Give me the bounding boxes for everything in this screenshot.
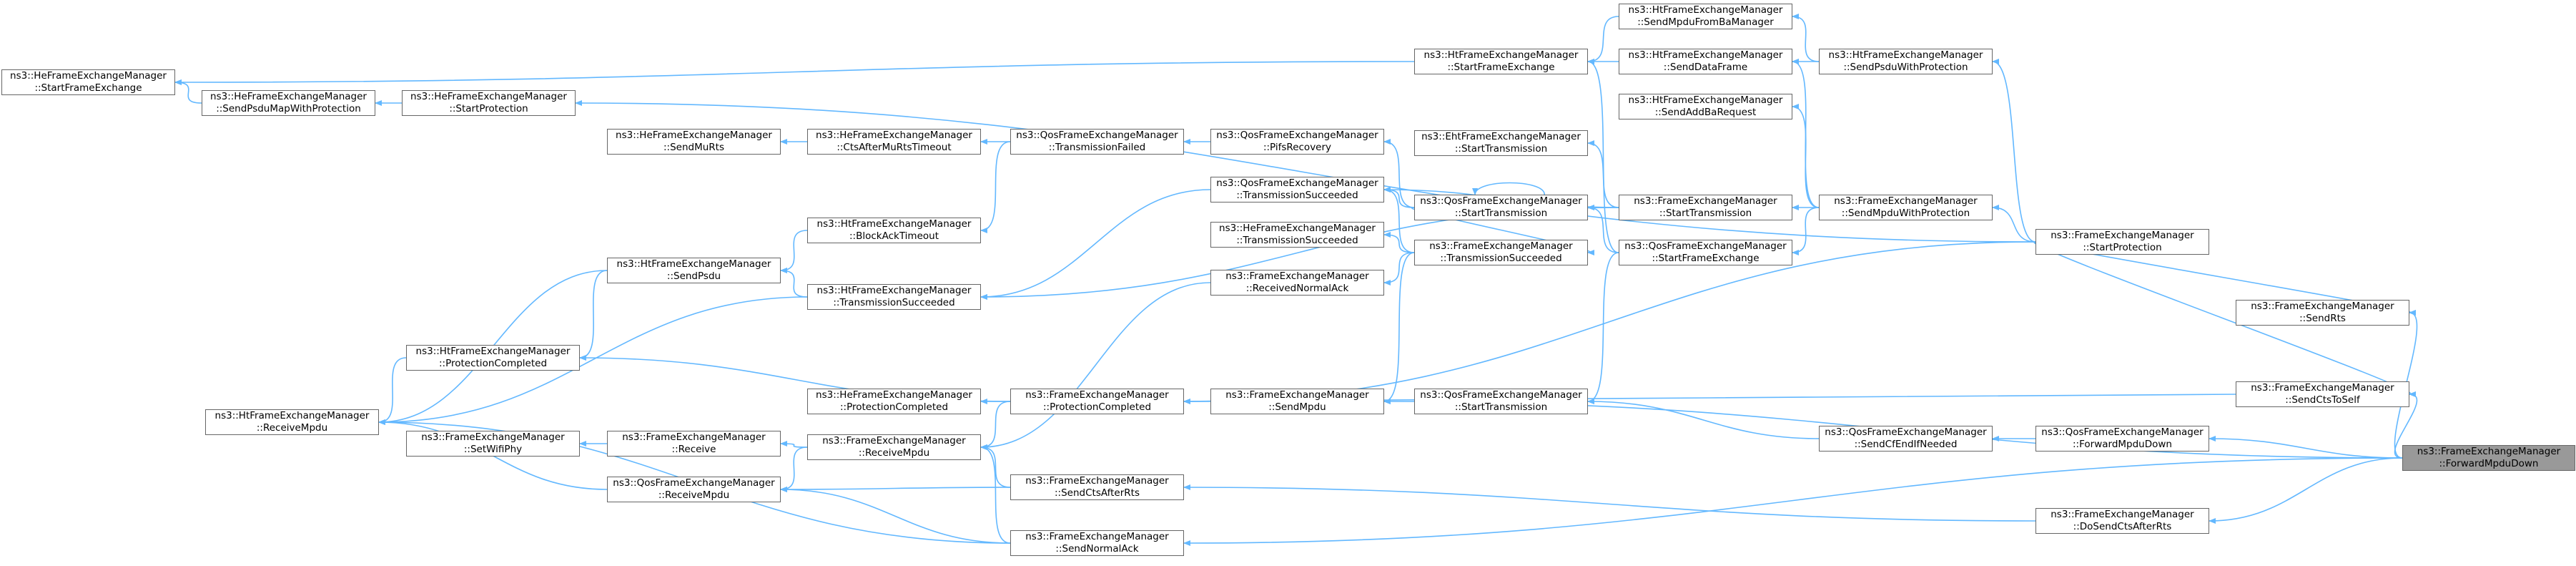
node-fe-receive-mpdu[interactable]: ns3::FrameExchangeManager::ReceiveMpdu xyxy=(807,434,981,460)
node-ht-send-psdu[interactable]: ns3::HtFrameExchangeManager::SendPsdu xyxy=(607,258,781,283)
node-ht-block-ack-timeout[interactable]: ns3::HtFrameExchangeManager::BlockAckTim… xyxy=(807,218,981,243)
node-he-start-frame-exchange[interactable]: ns3::HeFrameExchangeManager::StartFrameE… xyxy=(1,69,175,95)
edge-fe_send_cts_after_rts-to-qos_receive_mpdu xyxy=(780,486,1011,492)
edge-fe_tx_succ-to-he_tx_succ xyxy=(1383,232,1415,253)
edge-fe_receive_mpdu-to-qos_receive_mpdu xyxy=(780,447,808,492)
edge-root-to-fe_do_send_cts xyxy=(2209,457,2403,524)
edge-ht_tx_succ-to-ht_receive_mpdu xyxy=(378,296,808,425)
node-he-send-mu-rts[interactable]: ns3::HeFrameExchangeManager::SendMuRts xyxy=(607,129,781,155)
node-fe-protection-completed[interactable]: ns3::FrameExchangeManager::ProtectionCom… xyxy=(1010,389,1184,414)
edge-qos_tx_failed-to-ht_blockack xyxy=(980,141,1011,233)
node-fe-received-normal-ack[interactable]: ns3::FrameExchangeManager::ReceivedNorma… xyxy=(1210,270,1384,296)
node-fe-send-normal-ack[interactable]: ns3::FrameExchangeManager::SendNormalAck xyxy=(1010,530,1184,556)
edge-qos_start_tx-to-qos_tx_succ xyxy=(1383,187,1415,208)
edge-fe_do_send_cts-to-fe_send_cts_after_rts xyxy=(1183,484,2036,522)
node-qos-transmission-failed[interactable]: ns3::QosFrameExchangeManager::Transmissi… xyxy=(1010,129,1184,155)
edge-fe_tx_succ-to-qos_tx_succ xyxy=(1383,187,1415,253)
edge-fe_start_prot-to-he_start_prot xyxy=(575,100,2036,243)
edge-fe_send_normal_ack-to-qos_receive_mpdu xyxy=(780,487,1011,544)
node-he-cts-after-mu-rts-timeout[interactable]: ns3::HeFrameExchangeManager::CtsAfterMuR… xyxy=(807,129,981,155)
node-ht-send-data-frame[interactable]: ns3::HtFrameExchangeManager::SendDataFra… xyxy=(1619,49,1792,74)
node-ht-send-mpdu-from-ba-manager[interactable]: ns3::HtFrameExchangeManager::SendMpduFro… xyxy=(1619,4,1792,29)
edge-fe_tx_succ-to-fe_recv_normal_ack xyxy=(1383,252,1415,286)
node-fe-send-mpdu-with-protection[interactable]: ns3::FrameExchangeManager::SendMpduWithP… xyxy=(1819,195,1993,220)
edge-ht_tx_succ-to-ht_send_psdu xyxy=(780,268,808,298)
edge-fe_start_prot-to-fe_send_mpdu_prot xyxy=(1992,205,2036,243)
edge-fe_receive_mpdu-to-fe_receive xyxy=(780,441,808,448)
node-fe-send-mpdu[interactable]: ns3::FrameExchangeManager::SendMpdu xyxy=(1210,389,1384,414)
edge-root-to-fe_send_cts_self xyxy=(2394,391,2418,459)
edge-ht_start_fe-to-he_start_fe xyxy=(174,61,1415,85)
edge-fe_send_normal_ack-to-fe_receive_mpdu xyxy=(980,444,1011,544)
edge-qos_start_fe-to-qos_start_tx2 xyxy=(1587,252,1619,404)
edge-ht_send_psdu_prot-to-ht_send_mpdu_ba xyxy=(1792,14,1820,62)
node-root-forward-mpdu-down[interactable]: ns3::FrameExchangeManager::ForwardMpduDo… xyxy=(2402,445,2575,471)
node-eht-start-transmission[interactable]: ns3::EhtFrameExchangeManager::StartTrans… xyxy=(1414,130,1588,156)
edge-fe_send_mpdu_prot-to-ht_send_addba xyxy=(1792,104,1820,208)
edge-qos_start_tx-to-qos_start_tx xyxy=(1472,182,1546,195)
edge-fe_tx_succ-to-fe_send_mpdu xyxy=(1383,252,1415,404)
node-fe-transmission-succeeded[interactable]: ns3::FrameExchangeManager::TransmissionS… xyxy=(1414,240,1588,265)
edge-root-to-qos_forward xyxy=(2209,436,2403,459)
node-fe-send-cts-after-rts[interactable]: ns3::FrameExchangeManager::SendCtsAfterR… xyxy=(1010,474,1184,500)
edge-qos_start_fe-to-qos_start_tx xyxy=(1587,205,1619,253)
node-qos-start-frame-exchange[interactable]: ns3::QosFrameExchangeManager::StartFrame… xyxy=(1619,240,1792,265)
node-qos-start-transmission-2[interactable]: ns3::QosFrameExchangeManager::StartTrans… xyxy=(1414,389,1588,414)
edge-fe_send_mpdu_prot-to-qos_start_fe xyxy=(1792,207,1820,255)
edge-fe_start_prot-to-ht_send_psdu_prot xyxy=(1992,59,2036,243)
edge-fe_send_cts_after_rts-to-fe_receive_mpdu xyxy=(980,444,1011,488)
node-qos-forward-mpdu-down[interactable]: ns3::QosFrameExchangeManager::ForwardMpd… xyxy=(2035,426,2209,452)
node-fe-start-transmission[interactable]: ns3::FrameExchangeManager::StartTransmis… xyxy=(1619,195,1792,220)
edge-ht_prot_completed-to-ht_receive_mpdu xyxy=(378,357,407,425)
node-fe-receive[interactable]: ns3::FrameExchangeManager::Receive xyxy=(607,431,781,457)
node-fe-do-send-cts-after-rts[interactable]: ns3::FrameExchangeManager::DoSendCtsAfte… xyxy=(2035,508,2209,534)
node-qos-receive-mpdu[interactable]: ns3::QosFrameExchangeManager::ReceiveMpd… xyxy=(607,477,781,502)
edge-qos_tx_succ-to-ht_tx_succ xyxy=(980,189,1211,300)
edge-ht_send_mpdu_ba-to-ht_start_fe xyxy=(1587,16,1619,64)
edge-fe_recv_normal_ack-to-fe_receive_mpdu xyxy=(980,282,1211,450)
node-qos-transmission-succeeded[interactable]: ns3::QosFrameExchangeManager::Transmissi… xyxy=(1210,177,1384,203)
node-fe-set-wifi-phy[interactable]: ns3::FrameExchangeManager::SetWifiPhy xyxy=(406,431,580,457)
node-he-protection-completed[interactable]: ns3::HeFrameExchangeManager::ProtectionC… xyxy=(807,389,981,414)
node-ht-protection-completed[interactable]: ns3::HtFrameExchangeManager::ProtectionC… xyxy=(406,345,580,371)
node-fe-send-rts[interactable]: ns3::FrameExchangeManager::SendRts xyxy=(2236,300,2409,326)
node-he-start-protection[interactable]: ns3::HeFrameExchangeManager::StartProtec… xyxy=(402,90,576,116)
node-he-send-psdu-map-with-protection[interactable]: ns3::HeFrameExchangeManager::SendPsduMap… xyxy=(202,90,375,116)
edge-he_send_psdu_map-to-he_start_fe xyxy=(174,79,202,104)
node-ht-send-psdu-with-protection[interactable]: ns3::HtFrameExchangeManager::SendPsduWit… xyxy=(1819,49,1993,74)
node-qos-start-transmission[interactable]: ns3::QosFrameExchangeManager::StartTrans… xyxy=(1414,195,1588,220)
edge-fe_prot_completed-to-fe_receive_mpdu xyxy=(980,401,1011,450)
edge-qos_start_tx-to-qos_pifs xyxy=(1383,139,1415,208)
node-fe-start-protection[interactable]: ns3::FrameExchangeManager::StartProtecti… xyxy=(2035,229,2209,255)
node-fe-send-cts-to-self[interactable]: ns3::FrameExchangeManager::SendCtsToSelf xyxy=(2236,381,2409,407)
node-qos-pifs-recovery[interactable]: ns3::QosFrameExchangeManager::PifsRecove… xyxy=(1210,129,1384,155)
node-ht-send-add-ba-request[interactable]: ns3::HtFrameExchangeManager::SendAddBaRe… xyxy=(1619,94,1792,119)
edge-root-to-fe_send_normal_ack xyxy=(1183,457,2403,546)
edge-qos_start_fe-to-ht_start_fe xyxy=(1587,59,1619,253)
node-ht-receive-mpdu[interactable]: ns3::HtFrameExchangeManager::ReceiveMpdu xyxy=(205,409,379,435)
node-ht-start-frame-exchange[interactable]: ns3::HtFrameExchangeManager::StartFrameE… xyxy=(1414,49,1588,74)
edge-ht_blockack-to-ht_send_psdu xyxy=(780,230,808,273)
edge-qos_send_cf_end-to-qos_start_tx2 xyxy=(1587,399,1820,439)
node-ht-transmission-succeeded[interactable]: ns3::HtFrameExchangeManager::Transmissio… xyxy=(807,284,981,310)
node-qos-send-cf-end-if-needed[interactable]: ns3::QosFrameExchangeManager::SendCfEndI… xyxy=(1819,426,1993,452)
node-he-transmission-succeeded[interactable]: ns3::HeFrameExchangeManager::Transmissio… xyxy=(1210,222,1384,248)
edge-ht_send_psdu-to-ht_prot_completed xyxy=(579,270,608,361)
